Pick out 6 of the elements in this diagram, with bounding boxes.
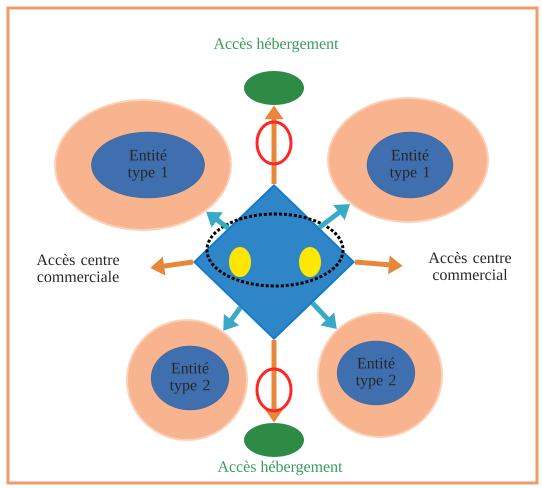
access-caption: Accès hébergement <box>218 460 342 476</box>
access-caption: Accès hébergement <box>214 38 338 52</box>
access-label: Accès centre commerciale <box>36 254 120 282</box>
access-label: Accès centre commercial <box>428 252 512 280</box>
access-ellipse <box>244 71 304 105</box>
access-ellipse <box>244 423 304 457</box>
